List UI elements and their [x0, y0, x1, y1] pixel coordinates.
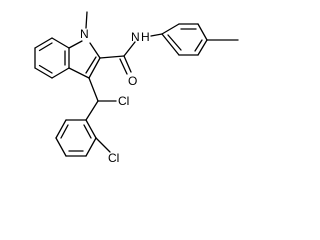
pyrrole-ring	[68, 40, 101, 79]
bond	[68, 67, 90, 79]
double-bond-line	[38, 64, 53, 74]
bond	[123, 41, 136, 57]
double-bond-line	[83, 124, 92, 139]
n-methyl-bond	[85, 11, 88, 29]
atom-o-carbonyl: O	[128, 74, 137, 88]
double-bond-line	[60, 124, 69, 139]
bond	[55, 137, 67, 157]
amide-group	[99, 33, 163, 75]
bond	[123, 55, 132, 73]
tolyl-ring	[161, 23, 239, 56]
double-bond-line	[38, 42, 53, 52]
bond	[85, 100, 99, 121]
atom-cl-side: Cl	[118, 94, 129, 108]
bond	[197, 39, 208, 56]
bond	[161, 23, 180, 35]
bond	[161, 33, 180, 56]
atom-n-indole: N	[80, 27, 89, 41]
bond	[197, 23, 208, 41]
chlorophenyl-ring	[55, 119, 111, 157]
indole-benzene-ring	[34, 37, 70, 79]
bond	[99, 55, 125, 59]
bond	[88, 57, 101, 79]
double-bond-line	[194, 39, 203, 52]
bond	[55, 119, 67, 139]
bond	[150, 33, 163, 37]
atom-n-amide: N	[131, 30, 140, 44]
bond	[51, 37, 70, 49]
bond	[85, 119, 97, 139]
chemical-structure-diagram: N N H O Cl	[34, 11, 239, 165]
atom-h-amide: H	[141, 30, 150, 44]
bond	[89, 42, 101, 59]
bond	[88, 77, 99, 102]
double-bond-line	[119, 58, 128, 75]
aryl-cl-bond	[95, 137, 111, 153]
bond	[68, 40, 83, 49]
bond	[34, 67, 53, 79]
double-bond-line	[167, 34, 182, 51]
double-bond-line	[85, 56, 97, 74]
chloromethyl-bridge	[85, 77, 117, 121]
bond	[34, 37, 53, 49]
bond	[85, 137, 97, 157]
atom-cl-ring: Cl	[108, 151, 119, 165]
bond	[51, 67, 70, 79]
